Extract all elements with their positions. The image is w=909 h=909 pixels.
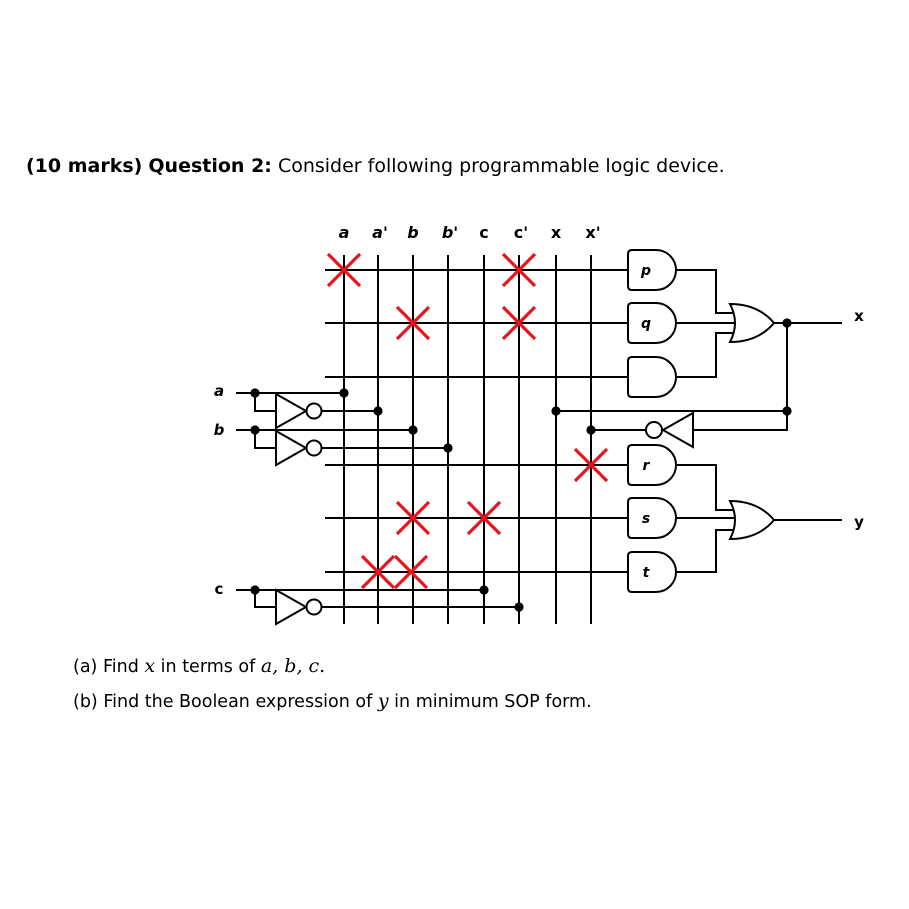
junction-dot (551, 406, 561, 416)
input-label-c: c (215, 580, 224, 598)
feedback-inverter-input (693, 411, 788, 431)
question-part-b: (b) Find the Boolean expression of y in … (73, 690, 592, 712)
or-gate-y (728, 499, 776, 541)
column-label-4: c (479, 223, 488, 242)
gates (275, 249, 776, 626)
and-t-to-or (676, 529, 738, 573)
and-third-to-or (676, 332, 738, 378)
junction-dots (250, 318, 792, 612)
fuse-s-5-b (395, 500, 431, 536)
and-p-to-or (676, 269, 738, 314)
junction-dot (250, 425, 260, 435)
output-label-x: x (854, 307, 864, 325)
and-gate-p (627, 249, 677, 291)
column-label-5: c' (514, 223, 528, 242)
fuse-r-4-b (573, 447, 609, 483)
junction-dot (479, 585, 489, 595)
and-gate-r-label: r (643, 458, 651, 474)
column-label-2: b (407, 223, 418, 242)
input-label-a: a (214, 382, 224, 400)
fuse-p-1-b (501, 252, 537, 288)
column-label-6: x (551, 223, 562, 242)
feedback-inverter-bubble (645, 421, 663, 439)
fuse-t-8-b (393, 554, 429, 590)
output-label-y: y (854, 513, 864, 531)
question-number: Question 2: (148, 155, 272, 177)
inverter-b (275, 429, 309, 467)
input-c-to-inverter (254, 590, 276, 608)
junction-dot (514, 602, 524, 612)
and-gate-q (627, 302, 677, 344)
input-b-to-inverter (254, 430, 276, 449)
or-gate-x (728, 302, 776, 344)
part-a-var: x (144, 655, 156, 677)
junction-dot (408, 425, 418, 435)
part-a-expr: a, b, c. (260, 655, 326, 677)
and-gate-r (627, 444, 677, 486)
and-gate-third (627, 356, 677, 398)
input-a-to-inverter (254, 393, 276, 412)
part-b-var: y (377, 690, 389, 712)
inverter-c-bubble (305, 598, 323, 616)
inverter-b-bubble (305, 439, 323, 457)
junction-dot (373, 406, 383, 416)
column-label-1: a' (372, 223, 388, 242)
feedback-inverter (660, 411, 694, 449)
junction-dot (339, 388, 349, 398)
column-label-7: x' (585, 223, 600, 242)
part-b-prefix: (b) Find the Boolean expression of (73, 692, 373, 712)
and-gate-t-label: t (643, 565, 651, 581)
and-gate-s-label: s (642, 511, 650, 527)
wires (236, 255, 842, 624)
junction-dot (586, 425, 596, 435)
part-a-prefix: (a) Find (73, 657, 139, 677)
input-label-b: b (214, 421, 225, 439)
fuse-p-0-b (326, 252, 362, 288)
and-gate-p-label: p (640, 263, 651, 279)
junction-dot (250, 388, 260, 398)
inverter-c (275, 588, 309, 626)
and-gate-t (627, 551, 677, 593)
question-text: Consider following programmable logic de… (277, 155, 725, 177)
question-heading: (10 marks) Question 2: Consider followin… (26, 155, 725, 177)
junction-dot (782, 406, 792, 416)
junction-dot (782, 318, 792, 328)
inverter-a (275, 392, 309, 430)
and-r-to-or (676, 464, 738, 511)
fuse-t-7-b (360, 554, 396, 590)
and-gate-s (627, 497, 677, 539)
part-b-suffix: in minimum SOP form. (394, 692, 592, 712)
question-part-a: (a) Find x in terms of a, b, c. (73, 655, 325, 677)
fuse-q-2-b (395, 305, 431, 341)
and-gate-q-label: q (641, 316, 651, 332)
junction-dot (443, 443, 453, 453)
junction-dot (250, 585, 260, 595)
fuse-q-3-b (501, 305, 537, 341)
inverter-a-bubble (305, 402, 323, 420)
question-marks: (10 marks) (26, 155, 143, 177)
fuses (326, 252, 609, 590)
labels: a a' b b' c c' x x' p q r s t x y a b c (214, 223, 865, 598)
fuse-s-6-b (466, 500, 502, 536)
part-a-mid: in terms of (160, 657, 256, 677)
column-label-3: b' (442, 223, 458, 242)
column-label-0: a (339, 223, 350, 242)
